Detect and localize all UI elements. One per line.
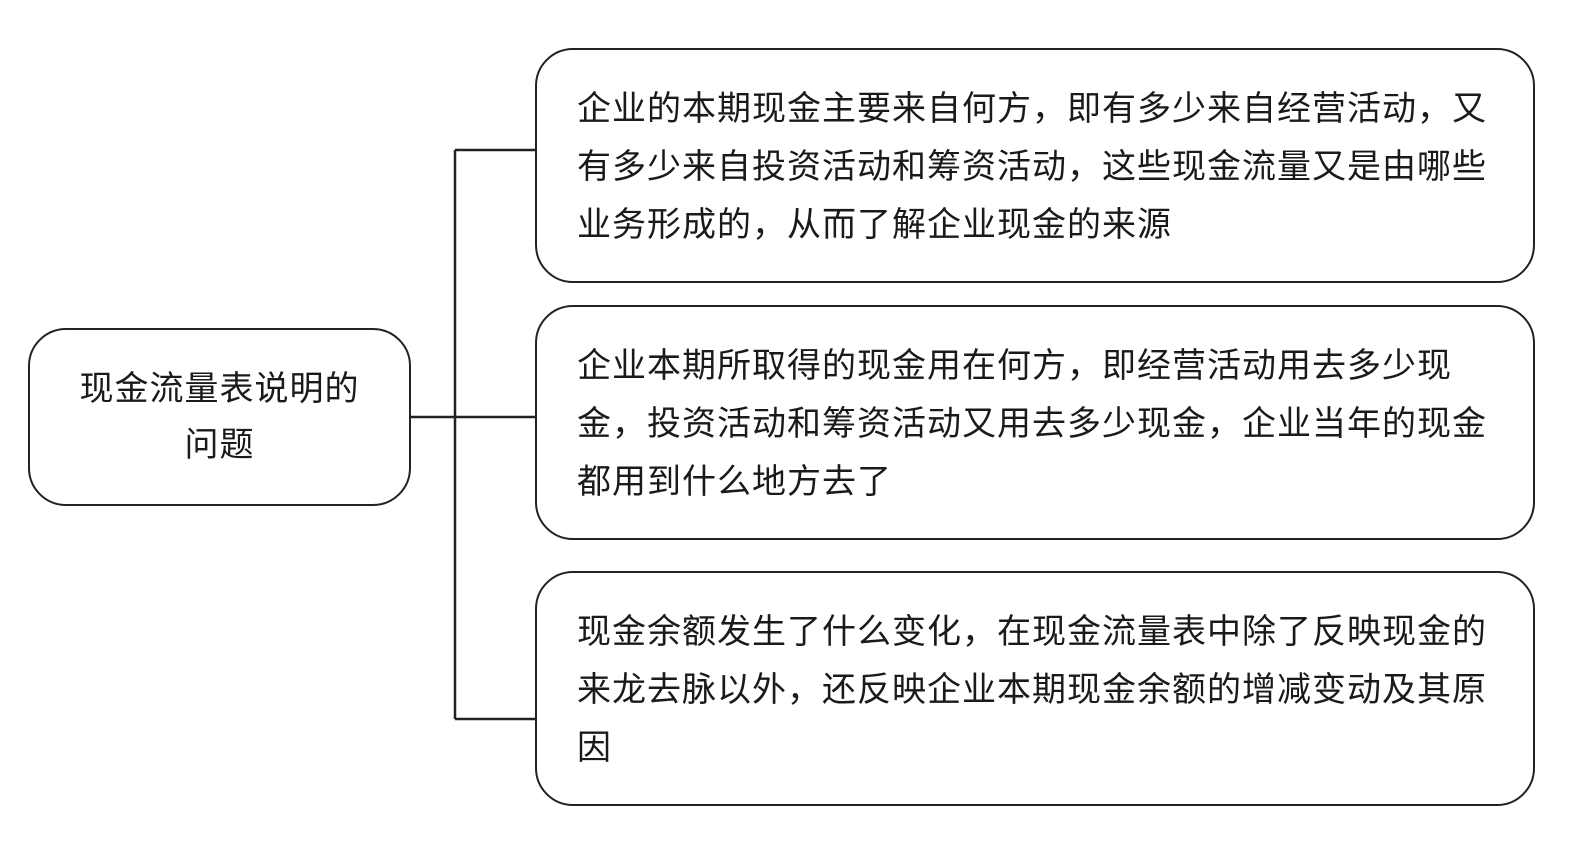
root-node: 现金流量表说明的问题 <box>28 328 411 506</box>
child-node-text: 企业本期所取得的现金用在何方，即经营活动用去多少现金，投资活动和筹资活动又用去多… <box>577 346 1487 502</box>
child-node-text: 现金余额发生了什么变化，在现金流量表中除了反映现金的来龙去脉以外，还反映企业本期… <box>577 612 1487 768</box>
root-node-label: 现金流量表说明的问题 <box>79 369 360 465</box>
child-node-balance-change: 现金余额发生了什么变化，在现金流量表中除了反映现金的来龙去脉以外，还反映企业本期… <box>535 571 1535 806</box>
child-node-source-of-cash: 企业的本期现金主要来自何方，即有多少来自经营活动，又有多少来自投资活动和筹资活动… <box>535 48 1535 283</box>
child-node-text: 企业的本期现金主要来自何方，即有多少来自经营活动，又有多少来自投资活动和筹资活动… <box>577 89 1487 245</box>
child-node-use-of-cash: 企业本期所取得的现金用在何方，即经营活动用去多少现金，投资活动和筹资活动又用去多… <box>535 305 1535 540</box>
